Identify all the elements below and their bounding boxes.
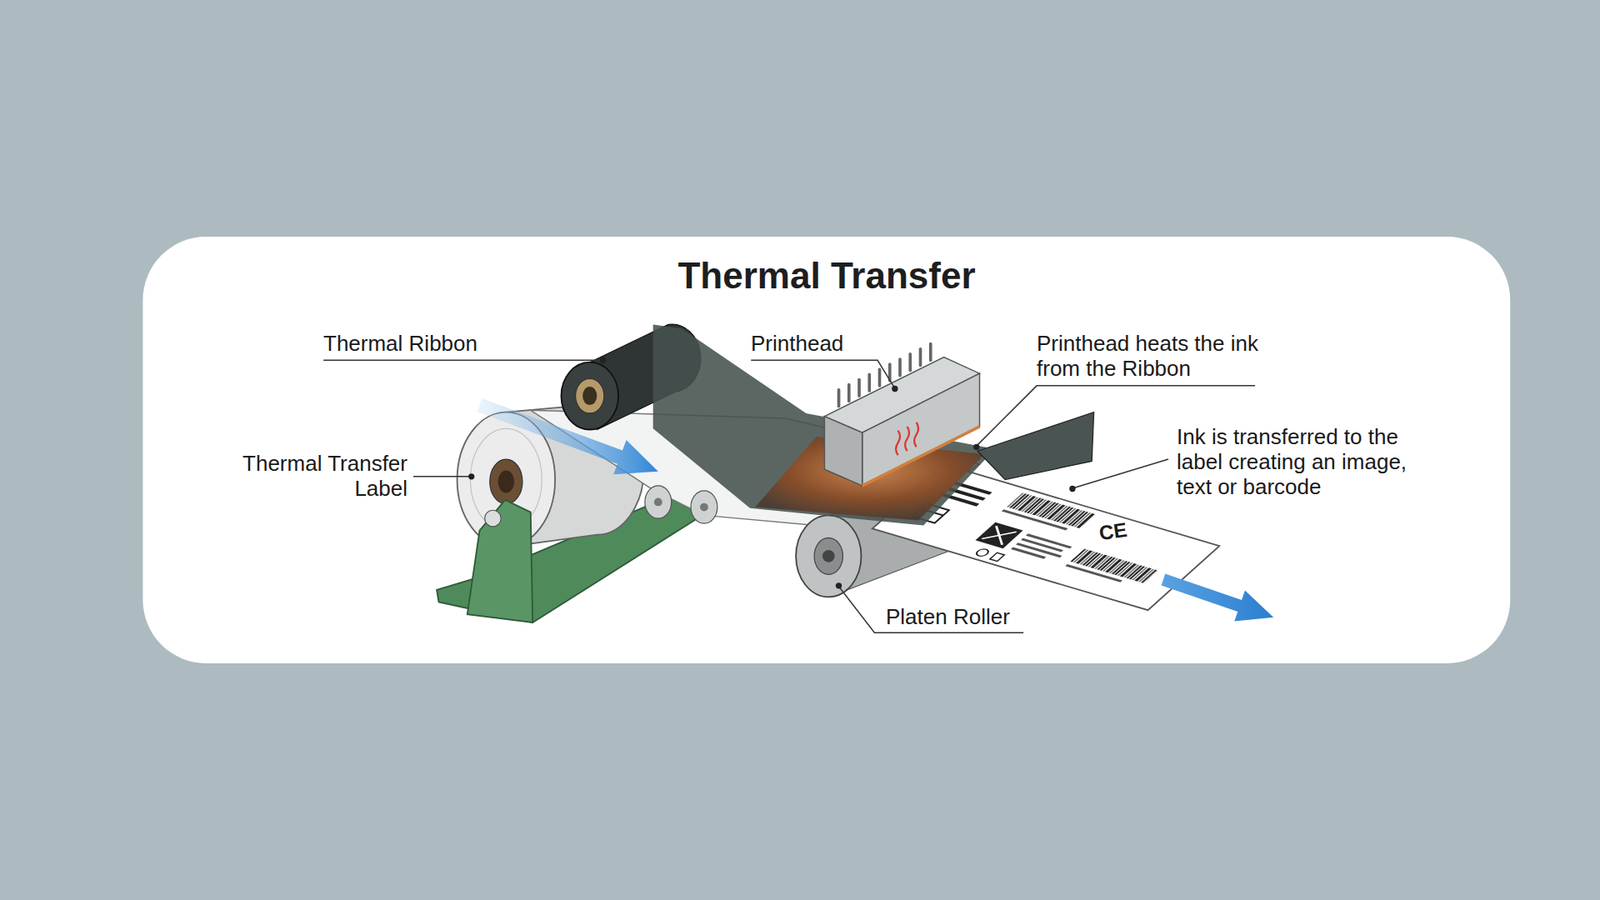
part-label: Thermal Ribbon bbox=[323, 331, 478, 357]
leader-dot bbox=[835, 582, 842, 589]
heat-wave bbox=[914, 422, 919, 447]
leader-line bbox=[323, 360, 601, 361]
printhead-pins bbox=[839, 344, 931, 407]
part-label: Printhead bbox=[750, 331, 844, 357]
pin bbox=[837, 390, 841, 407]
symbol-icon bbox=[974, 548, 991, 558]
pin bbox=[867, 374, 871, 391]
diagram-title: Thermal Transfer bbox=[677, 255, 975, 298]
pin bbox=[919, 349, 923, 366]
leader-dot bbox=[1069, 485, 1075, 492]
barcode bbox=[1006, 492, 1096, 529]
heating-edge bbox=[862, 426, 980, 486]
x-mark bbox=[981, 525, 1016, 545]
print-line bbox=[1065, 564, 1123, 583]
part-label: Platen Roller bbox=[885, 605, 1010, 630]
leader-line bbox=[750, 360, 894, 387]
pin bbox=[929, 344, 933, 361]
stand-upright bbox=[467, 500, 533, 623]
leader-line bbox=[840, 587, 1024, 633]
ribbon-roll-face bbox=[560, 362, 619, 430]
leader-dot bbox=[891, 385, 898, 392]
heat-wave bbox=[895, 430, 900, 455]
platen-face bbox=[795, 515, 861, 597]
leader-lines bbox=[323, 360, 1255, 633]
leader-dots bbox=[468, 357, 1076, 590]
heat-symbol bbox=[895, 422, 919, 455]
leader-dot bbox=[600, 357, 606, 364]
printhead-side bbox=[862, 373, 980, 486]
pin bbox=[878, 369, 882, 386]
platen-axle bbox=[822, 550, 835, 563]
print-line bbox=[1010, 547, 1046, 560]
tension-roller bbox=[690, 490, 718, 524]
leader-dot bbox=[973, 444, 980, 450]
symbol-icon bbox=[990, 552, 1005, 561]
part-label: Thermal Transfer Label bbox=[220, 451, 408, 502]
tension-roller bbox=[645, 485, 672, 519]
stand-bolt bbox=[485, 510, 502, 527]
label-roll-hole bbox=[498, 470, 515, 493]
roller-axle bbox=[654, 498, 663, 507]
ribbon-roll-core bbox=[575, 378, 605, 414]
leader-line bbox=[1074, 459, 1169, 488]
printhead-front bbox=[824, 416, 862, 486]
leader-line bbox=[413, 475, 470, 477]
pin bbox=[898, 359, 902, 376]
pin bbox=[847, 385, 851, 402]
panel bbox=[142, 236, 1510, 664]
part-label: Ink is transferred to the label creating… bbox=[1176, 425, 1427, 500]
ribbon-roll-hole bbox=[582, 386, 597, 405]
peeled-ribbon bbox=[977, 412, 1095, 480]
ribbon-band bbox=[653, 324, 995, 525]
dark-box bbox=[975, 522, 1023, 549]
pin bbox=[857, 380, 861, 397]
label-roll-core bbox=[490, 459, 523, 505]
leader-dot bbox=[468, 473, 475, 480]
part-label: Printhead heats the ink from the Ribbon bbox=[1036, 331, 1266, 382]
platen-hub bbox=[814, 537, 843, 575]
roller-axle bbox=[700, 503, 709, 512]
heat-wave bbox=[905, 426, 910, 451]
mark-label: CE bbox=[1098, 518, 1130, 545]
pin bbox=[908, 354, 912, 371]
x-mark bbox=[981, 525, 1016, 545]
exit-arrow bbox=[1161, 574, 1275, 622]
